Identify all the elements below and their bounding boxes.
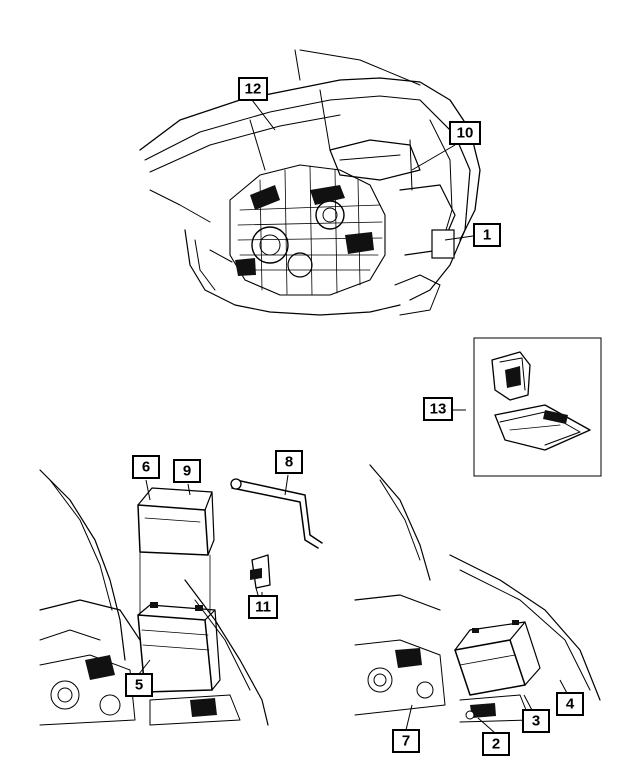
callout-5: 5 — [125, 673, 153, 697]
svg-text:9: 9 — [183, 463, 191, 480]
svg-text:10: 10 — [457, 125, 474, 142]
svg-text:1: 1 — [483, 227, 491, 244]
callout-11: 11 — [248, 595, 278, 619]
callout-7: 7 — [392, 729, 420, 753]
callout-13: 13 — [423, 397, 453, 421]
svg-text:8: 8 — [285, 454, 293, 471]
callout-2: 2 — [482, 732, 510, 756]
callout-3: 3 — [522, 709, 550, 733]
callout-12: 12 — [238, 77, 268, 101]
svg-text:13: 13 — [430, 401, 447, 418]
installed-tray-illustration — [354, 464, 601, 723]
svg-text:5: 5 — [135, 677, 143, 694]
svg-text:4: 4 — [566, 696, 575, 713]
svg-text:12: 12 — [245, 81, 262, 98]
callout-4: 4 — [556, 692, 584, 716]
callout-9: 9 — [173, 459, 201, 483]
svg-text:2: 2 — [492, 736, 500, 753]
callout-10: 10 — [449, 121, 481, 145]
callout-1: 1 — [473, 223, 501, 247]
svg-text:11: 11 — [255, 599, 271, 616]
svg-text:6: 6 — [142, 459, 150, 476]
leader-lines — [138, 99, 569, 734]
engine-bay-illustration — [139, 49, 481, 316]
bracket-illustration — [250, 554, 271, 596]
hold-down-strap-illustration — [230, 478, 323, 549]
callout-8: 8 — [275, 450, 303, 474]
svg-text:7: 7 — [402, 733, 410, 750]
inset-battery-tray — [473, 337, 602, 477]
callout-6: 6 — [132, 455, 160, 479]
battery-bay-illustration — [39, 469, 269, 726]
svg-text:3: 3 — [532, 713, 540, 730]
